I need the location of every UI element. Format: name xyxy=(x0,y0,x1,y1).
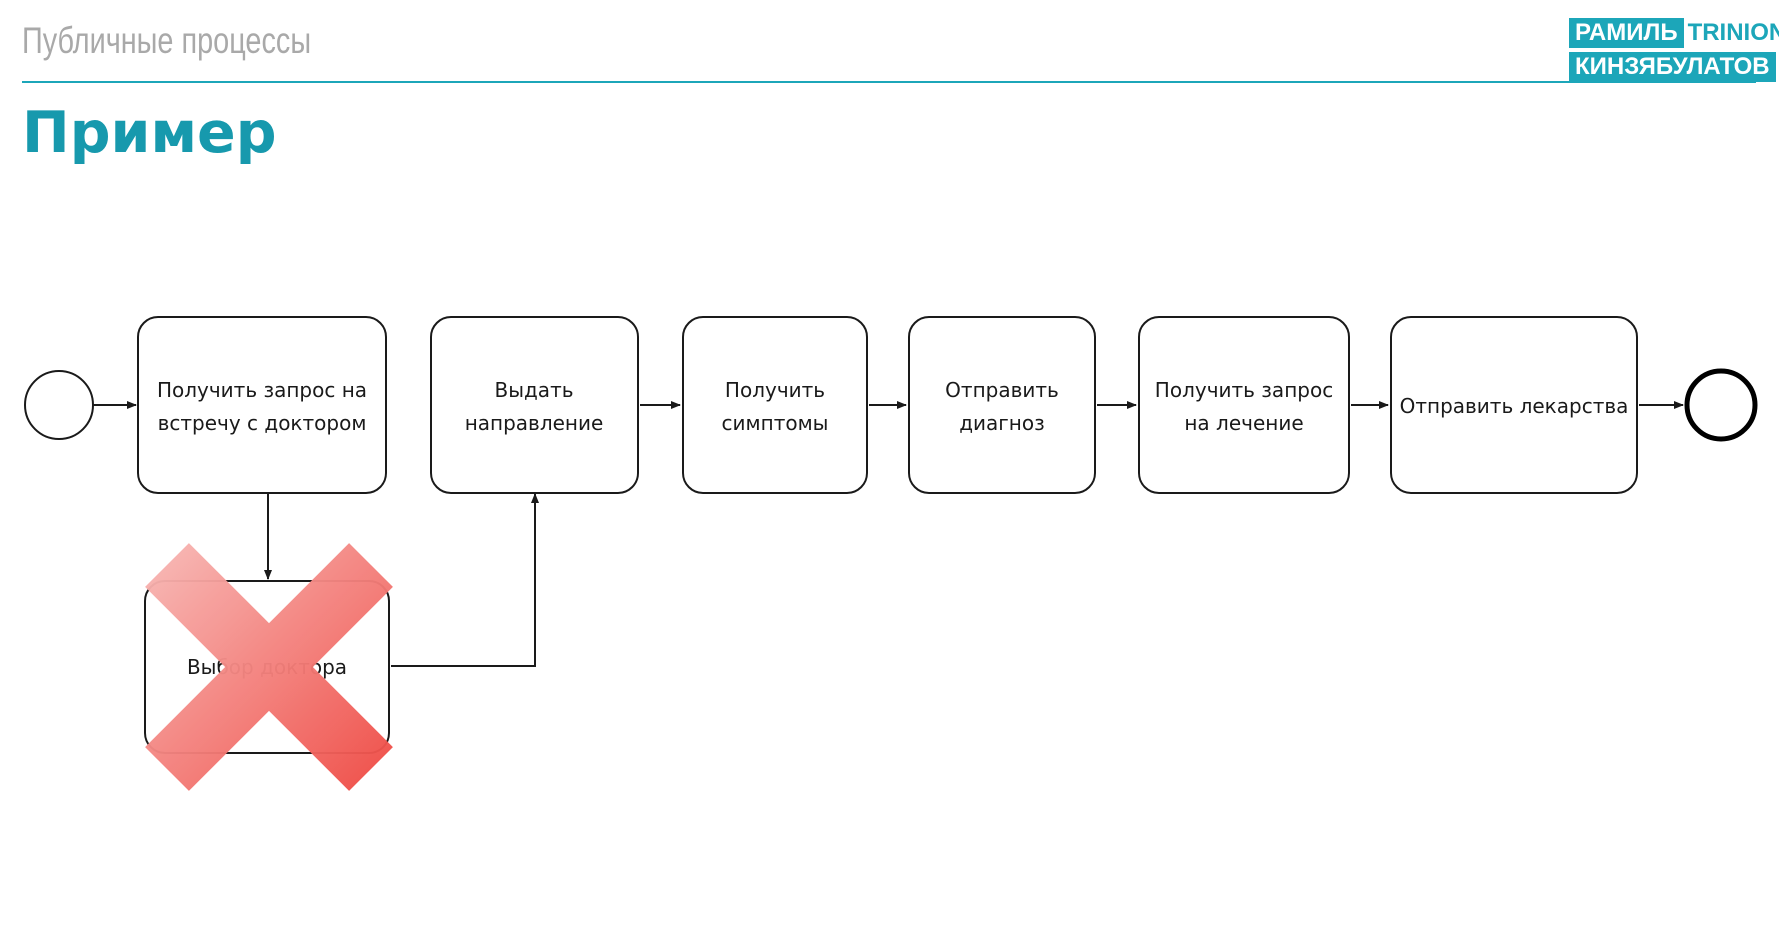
task-label-line: Выдать xyxy=(494,378,573,402)
task-label-line: Получить запрос на xyxy=(157,378,367,402)
header-divider xyxy=(22,81,1756,83)
task-label-line: направление xyxy=(465,411,604,435)
task-get-treatment-request: Получить запрос на лечение xyxy=(1138,316,1350,494)
task-issue-referral: Выдать направление xyxy=(430,316,639,494)
task-get-symptoms: Получить симптомы xyxy=(682,316,868,494)
logo-brand: TRINION xyxy=(1687,19,1779,46)
logo-name: РАМИЛЬ xyxy=(1569,18,1684,48)
crossed-out-mark xyxy=(145,543,393,791)
task-label-line: на лечение xyxy=(1184,411,1303,435)
end-event xyxy=(1684,368,1758,442)
task-label-line: встречу с доктором xyxy=(158,411,367,435)
logo-surname: КИНЗЯБУЛАТОВ xyxy=(1569,52,1776,82)
task-label-line: Получить запрос xyxy=(1155,378,1333,402)
start-event xyxy=(24,370,94,440)
task-label-line: симптомы xyxy=(722,411,829,435)
slide-title: Пример xyxy=(22,100,277,166)
task-get-appointment-request: Получить запрос на встречу с доктором xyxy=(137,316,387,494)
brand-logo: РАМИЛЬ TRINION КИНЗЯБУЛАТОВ xyxy=(1569,18,1779,82)
section-title: Публичные процессы xyxy=(22,20,312,61)
task-label-line: Отправить xyxy=(945,378,1059,402)
task-label-line: Получить xyxy=(725,378,825,402)
task-label-line: диагноз xyxy=(959,411,1045,435)
flow-removed-to-task2 xyxy=(391,493,539,667)
task-label-line: Отправить лекарства xyxy=(1400,394,1629,418)
task-send-diagnosis: Отправить диагноз xyxy=(908,316,1096,494)
task-send-medicines: Отправить лекарства xyxy=(1390,316,1638,494)
